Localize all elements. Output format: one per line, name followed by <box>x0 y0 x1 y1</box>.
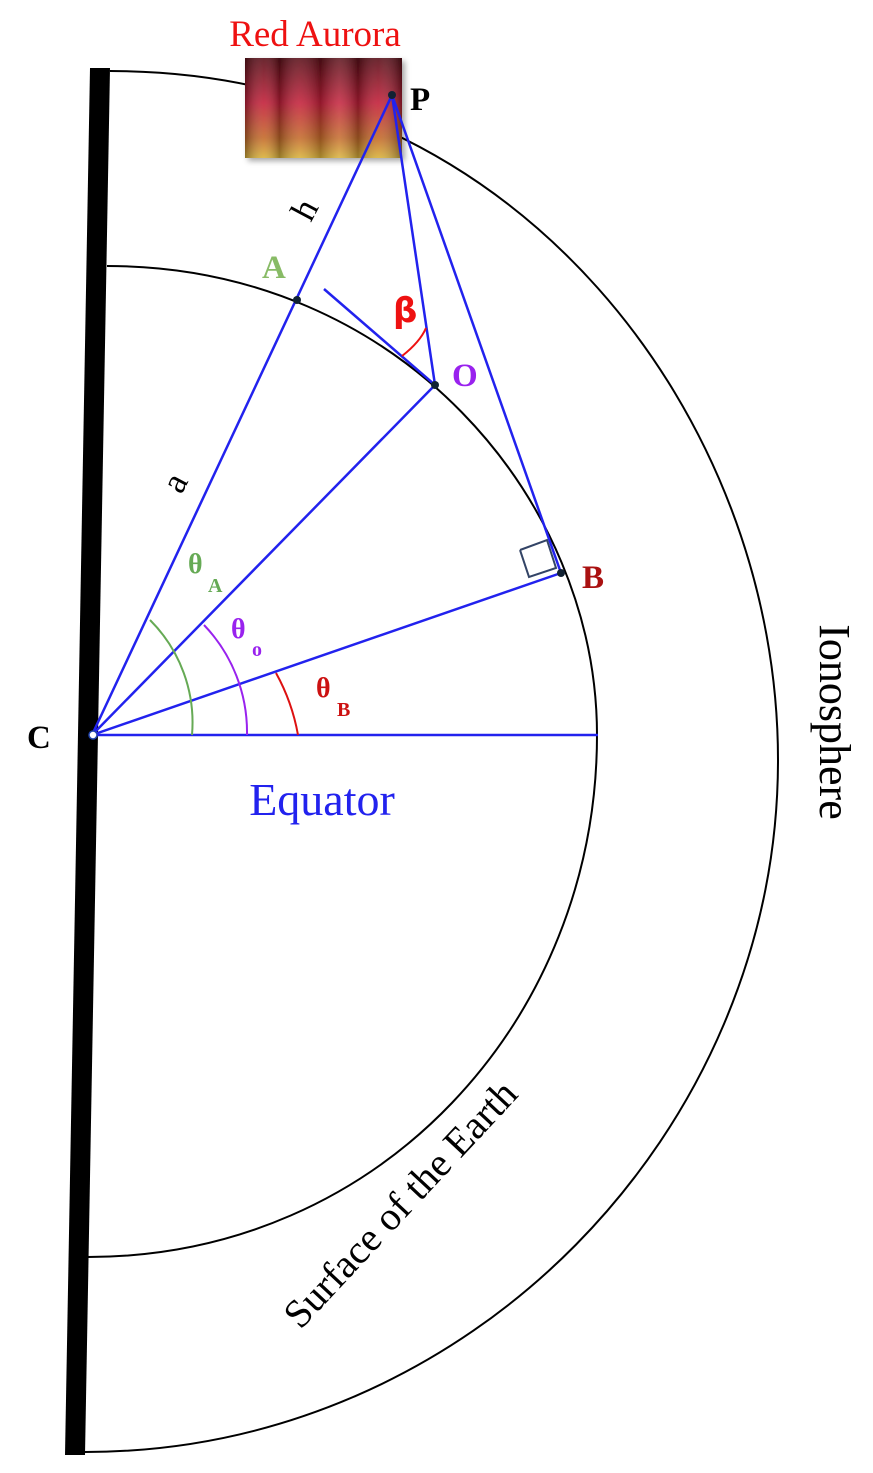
equator-label: Equator <box>249 774 395 825</box>
line-c-to-o <box>91 384 436 736</box>
theta-b-symbol: θ <box>316 673 331 704</box>
line-c-to-b <box>91 571 562 737</box>
right-angle-marker <box>519 538 558 579</box>
point-c-dot <box>88 730 98 740</box>
side-a-label: a <box>153 466 196 499</box>
point-o-dot <box>431 381 439 389</box>
theta-b-arc <box>275 672 299 736</box>
side-h-label: h <box>283 192 327 227</box>
ionosphere-arc <box>84 70 780 1453</box>
theta-o-arc <box>203 624 249 736</box>
theta-a-arc <box>149 619 194 736</box>
point-c-label: C <box>27 720 51 756</box>
line-c-to-p <box>90 94 394 736</box>
point-b-label: B <box>582 560 604 596</box>
point-a-dot <box>293 296 301 304</box>
point-a-label: A <box>262 250 286 286</box>
theta-a-subscript: A <box>208 575 223 597</box>
beta-label: β <box>393 291 417 331</box>
point-o-label: O <box>452 358 478 394</box>
line-p-to-b <box>390 94 563 574</box>
theta-a-symbol: θ <box>188 549 203 580</box>
line-p-to-o <box>390 94 437 386</box>
point-p-label: P <box>410 82 430 118</box>
earth-axis <box>65 68 110 1455</box>
earth-surface-arc <box>87 265 599 1258</box>
theta-o-subscript: o <box>252 639 262 661</box>
red-aurora-image <box>245 58 402 158</box>
tangent-at-o <box>323 288 436 386</box>
earth-surface-label: Surface of the Earth <box>274 1071 526 1336</box>
point-p-dot <box>388 91 396 99</box>
theta-o-symbol: θ <box>231 614 246 645</box>
beta-arc <box>401 327 427 357</box>
ionosphere-label: Ionosphere <box>810 624 859 820</box>
red-aurora-label: Red Aurora <box>229 14 401 55</box>
theta-b-subscript: B <box>337 699 350 721</box>
point-b-dot <box>557 569 565 577</box>
